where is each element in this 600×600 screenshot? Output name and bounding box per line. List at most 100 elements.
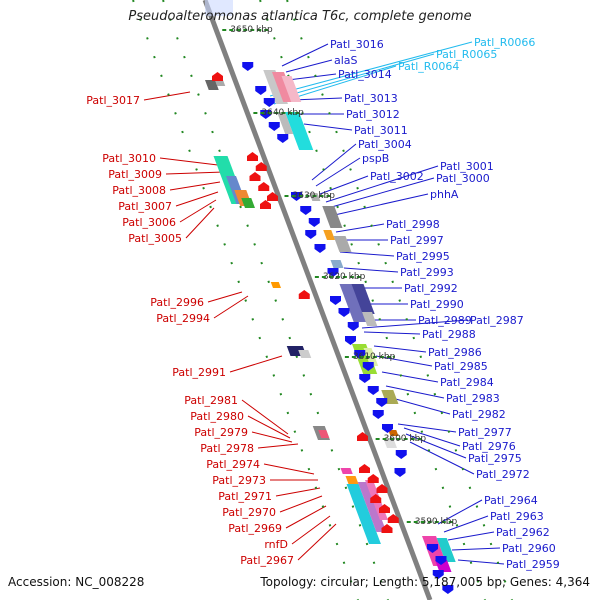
right-gene-label: alaS [334,54,358,67]
gene-arrow [300,206,312,215]
right-gene-label: Patl_2962 [496,526,550,539]
gene-arrow [268,122,280,131]
left-gene-label: Patl_3017 [86,94,140,107]
left-gene-label: Patl_2978 [200,442,254,455]
rna-connector [271,53,435,101]
right-gene-label: Patl_2985 [434,360,488,373]
gene-arrow [379,504,390,513]
gene-block [384,440,397,448]
gene-block [270,282,281,288]
guide-lane [132,0,359,600]
right-gene-label: Patl_2972 [476,468,530,481]
right-connector [281,43,329,67]
gene-arrow [442,585,454,594]
right-connector [373,345,427,353]
left-gene-label: Patl_2971 [218,490,272,503]
gene-arrow [338,308,350,317]
right-gene-label: Patl_3002 [370,170,424,183]
left-connector [213,295,249,319]
guide-lane [259,0,486,600]
gene-arrow [263,98,275,107]
right-connector [363,331,421,335]
tick-label: 3600 kbp [384,434,427,444]
gene-block [363,348,379,366]
right-gene-label: Patl_2992 [404,282,458,295]
left-gene-label: Patl_3005 [128,232,182,245]
right-connector [319,175,369,195]
left-gene-label: Patl_2979 [194,426,248,439]
right-gene-label: Patl_3013 [344,92,398,105]
gene-block [388,430,399,436]
right-gene-label: Patl_2977 [458,426,512,439]
left-gene-label: Patl_3009 [108,168,162,181]
gene-block [346,484,381,544]
left-connector [169,181,221,191]
right-gene-label: Patl_2964 [484,494,538,507]
tick-label: 3620 kbp [323,272,366,282]
gene-arrow [395,450,407,459]
left-connector [207,291,243,303]
left-connector [251,431,293,443]
genome-title: Pseudoalteromonas atlantica T6c, complet… [128,9,472,24]
left-gene-label: Patl_2991 [172,366,226,379]
right-gene-label: Patl_2988 [422,328,476,341]
left-gene-label: Patl_3006 [122,216,176,229]
gene-arrow [381,524,393,533]
right-gene-label: Patl_3012 [346,108,400,121]
left-connector [257,443,299,449]
right-connector [447,531,495,541]
left-gene-label: Patl_2994 [156,312,210,325]
left-connector [159,157,227,167]
gene-arrow [212,72,223,81]
accession-text: Accession: NC_008228 [8,575,145,589]
right-gene-label: Patl_2987 [470,314,524,327]
right-gene-label: Patl_2993 [400,266,454,279]
gene-features [205,0,456,594]
gene-arrow [330,296,341,305]
gene-arrow [376,484,388,493]
gene-arrow [435,556,447,565]
gene-arrow [427,544,438,553]
right-connector [327,177,435,209]
right-connector [391,397,451,415]
gene-arrow [247,152,258,161]
left-gene-label: Patl_2969 [228,522,282,535]
left-connector [143,91,191,101]
left-connector [279,495,323,513]
right-connector [381,371,439,383]
right-gene-label: Patl_2998 [386,218,440,231]
tick-label: 3650 kbp [230,25,273,35]
gene-arrow [291,192,302,201]
rna-connector [269,41,473,97]
left-connector [241,399,289,435]
right-connector [361,319,469,329]
left-connector [179,199,217,223]
left-gene-label: Patl_2970 [222,506,276,519]
left-gene-label: Patl_2967 [240,554,294,567]
right-gene-label: Patl_2984 [440,376,494,389]
guide-lane [286,0,513,600]
right-connector [335,223,385,233]
right-gene-label: Patl_2990 [410,298,464,311]
left-gene-label: Patl_2974 [206,458,260,471]
gene-arrow [382,424,393,433]
right-connector [403,427,461,447]
gene-arrow [260,200,271,209]
tick-label: 3590 kbp [415,517,458,527]
tick-label: 3610 kbp [353,352,396,362]
tick-label: 3630 kbp [293,191,336,201]
left-connector [247,415,291,439]
gene-arrow [308,218,320,227]
right-connector [443,515,489,533]
right-connector [457,559,505,565]
right-connector [311,143,357,181]
gene-block [277,112,294,134]
gene-block [281,76,302,102]
gene-arrow [367,474,379,483]
right-gene-label: Patl_2983 [446,392,500,405]
right-gene-label: Patl_2982 [452,408,506,421]
right-connector [375,355,433,367]
gene-arrow [305,230,317,239]
gene-arrow [327,268,339,277]
left-connector [297,523,337,561]
